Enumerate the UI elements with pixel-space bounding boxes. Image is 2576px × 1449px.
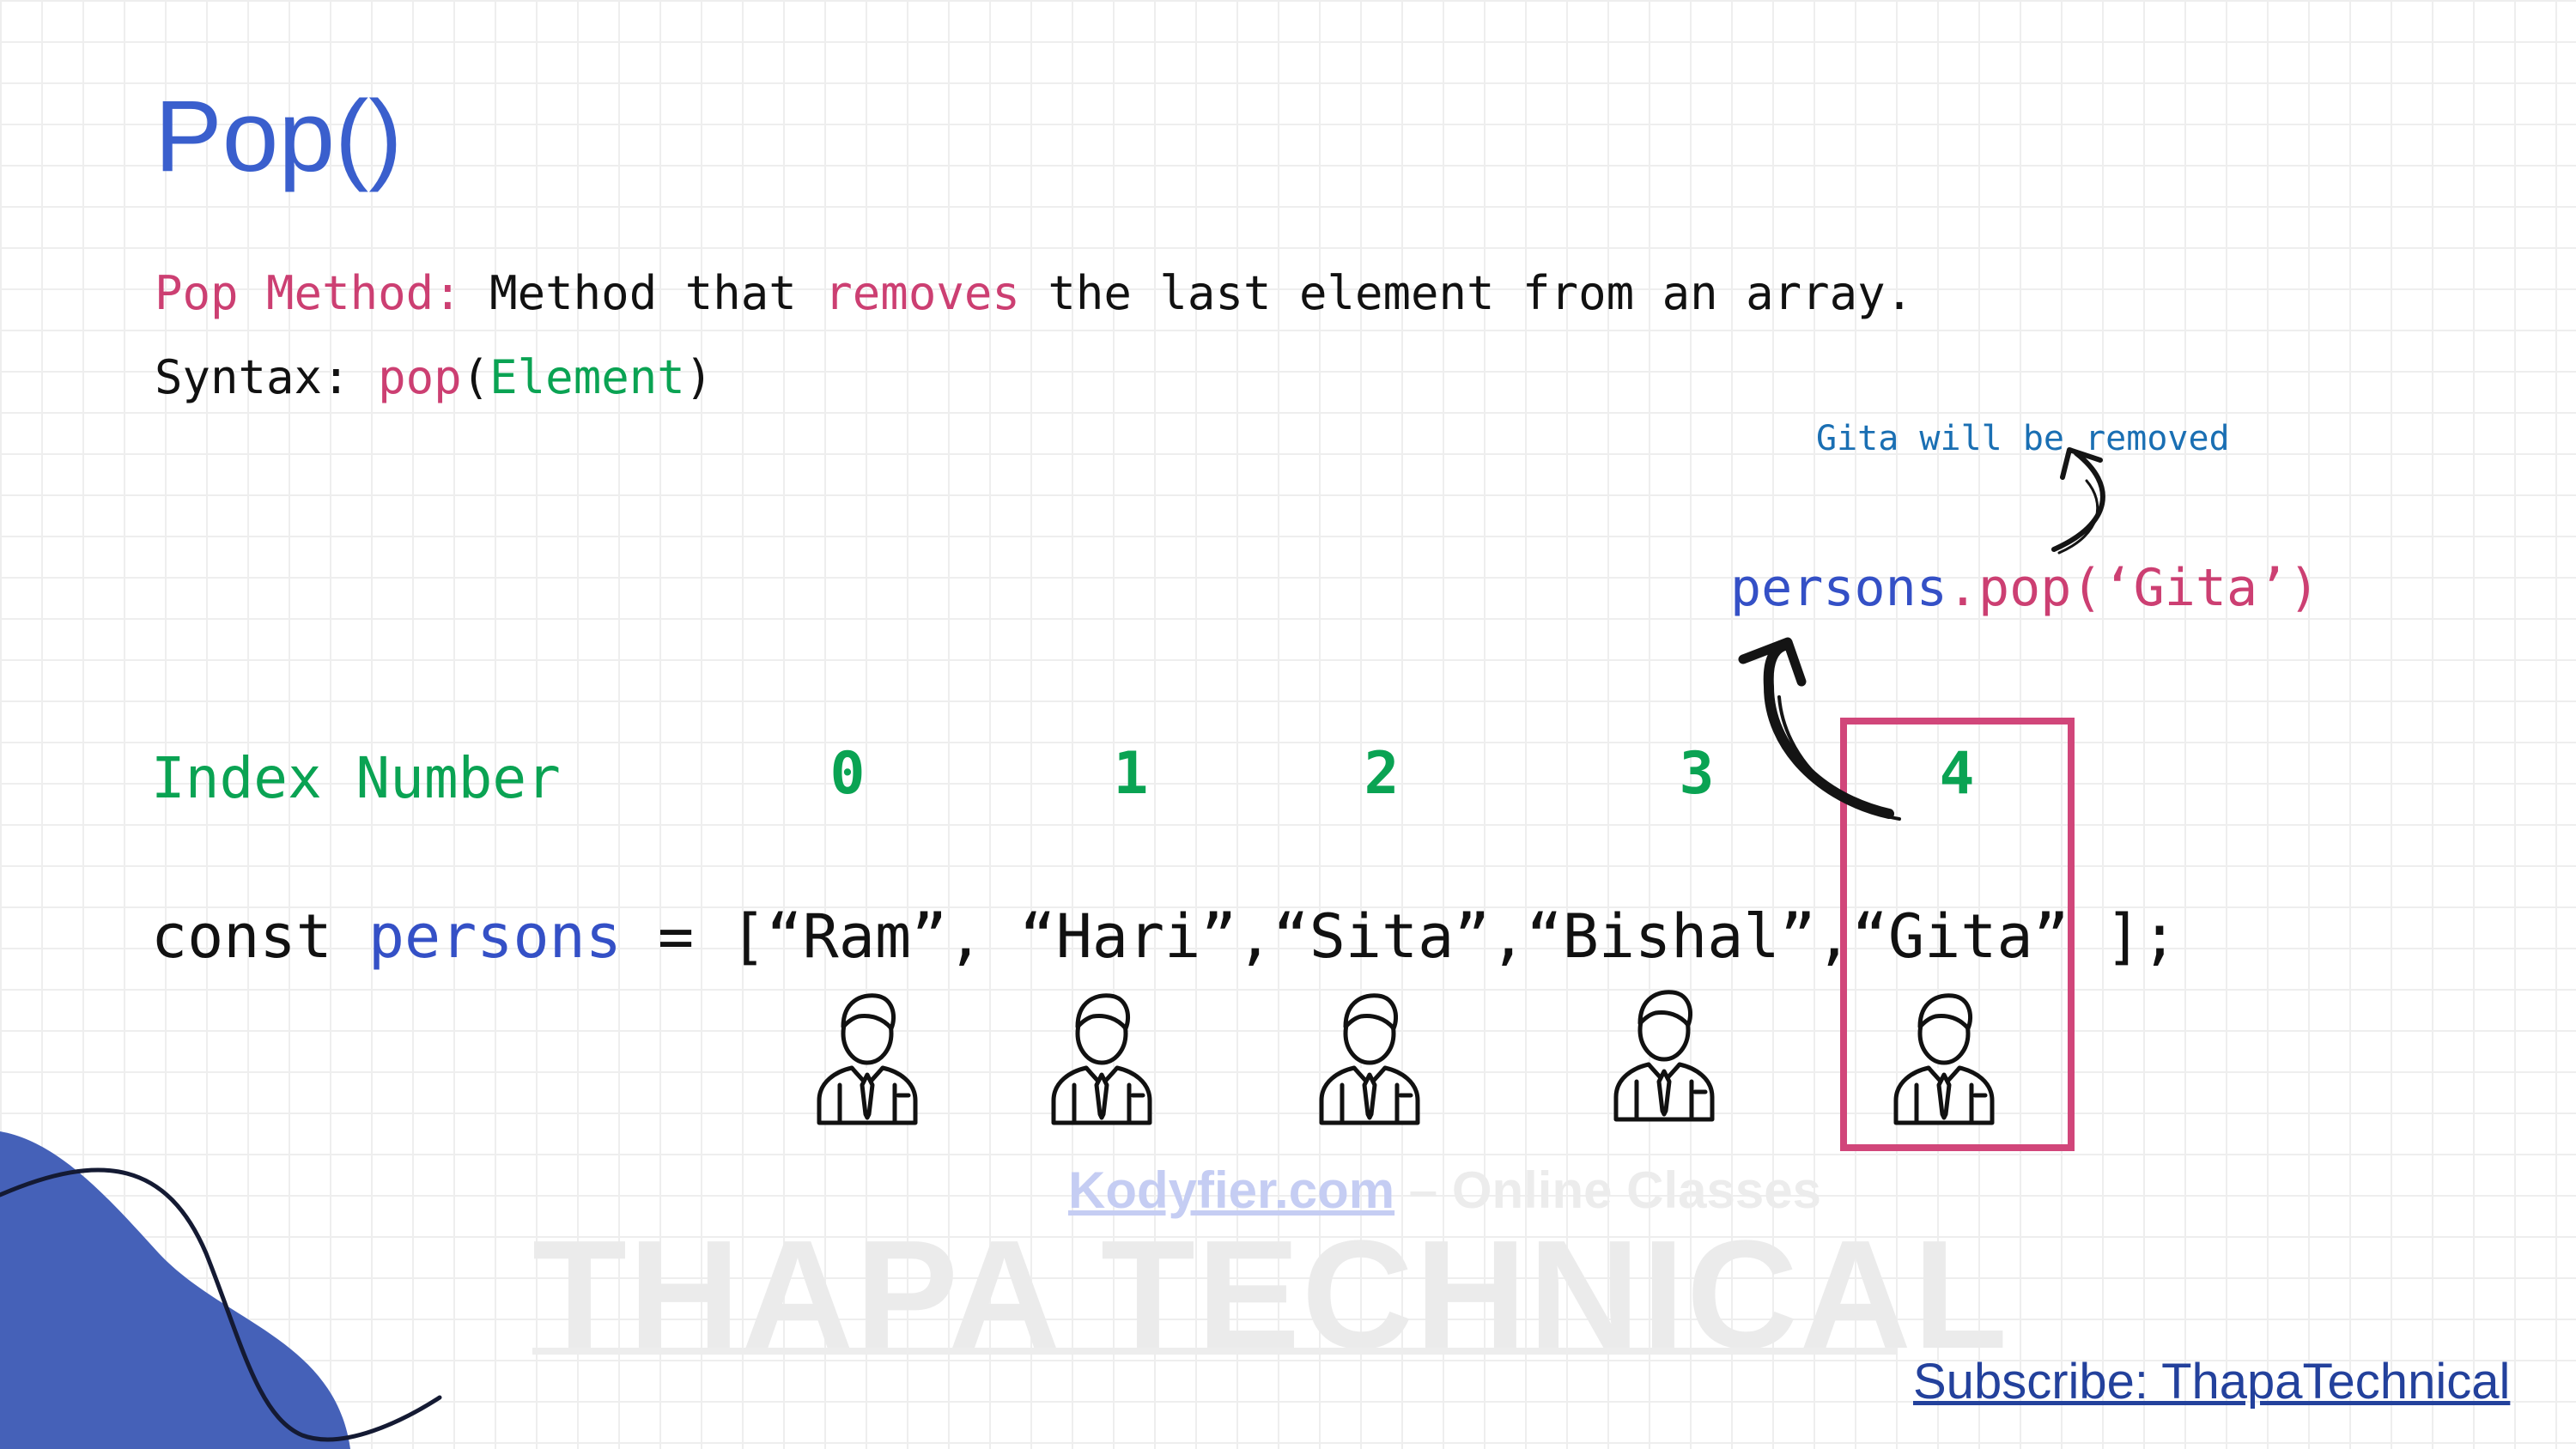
code-variable: persons (368, 901, 622, 972)
array-item-gita: “Gita” (1851, 901, 2069, 972)
last-element-highlight-box (1840, 718, 2075, 1151)
definition-label: Pop Method: (155, 266, 462, 320)
array-item-bishal: “Bishal”, (1526, 901, 1852, 972)
index-number-label: Index Number (151, 745, 561, 811)
syntax-open-paren: ( (461, 350, 490, 404)
definition-text-before: Method that (489, 266, 797, 320)
removal-note: Gita will be removed (1816, 419, 2230, 458)
definition-line: Pop Method: Method that removes the last… (155, 266, 1913, 320)
watermark-tagline: Kodyfier.com – Online Classes (1068, 1161, 1821, 1220)
code-keyword: const (151, 901, 332, 972)
curved-arrow-to-note-icon (2051, 447, 2105, 555)
syntax-line: Syntax: pop(Element) (155, 350, 713, 404)
code-open-bracket: [ (730, 901, 767, 972)
syntax-param: Element (489, 350, 685, 404)
person-icon (1051, 993, 1152, 1125)
array-item-hari: “Hari”, (1019, 901, 1273, 972)
index-3: 3 (1679, 740, 1715, 808)
person-icon (817, 993, 918, 1125)
page-title: Pop() (155, 80, 403, 193)
array-declaration: const persons = [“Ram”, “Hari”,“Sita”,“B… (151, 901, 2178, 972)
call-dot: . (1947, 558, 1978, 618)
watermark-site: Kodyfier.com (1068, 1161, 1395, 1219)
person-icon (1893, 993, 1995, 1125)
code-assign: = (658, 901, 695, 972)
pop-call: persons.pop(‘Gita’) (1730, 558, 2319, 618)
curved-arrow-to-call-icon (1738, 637, 1901, 821)
index-1: 1 (1113, 740, 1149, 808)
watermark-rule (532, 1348, 1898, 1355)
syntax-label: Syntax: (155, 350, 350, 404)
person-icon (1613, 990, 1715, 1122)
definition-text-after: the last element from an array. (1048, 266, 1914, 320)
subscribe-link[interactable]: Subscribe: ThapaTechnical (1913, 1354, 2511, 1410)
index-2: 2 (1364, 740, 1400, 808)
syntax-method: pop (378, 350, 462, 404)
index-0: 0 (829, 740, 866, 808)
array-item-ram: “Ram”, (766, 901, 984, 972)
syntax-close-paren: ) (684, 350, 714, 404)
call-method: pop (1978, 558, 2072, 618)
watermark-tagline-text: – Online Classes (1394, 1161, 1822, 1219)
swoosh-line (0, 1167, 442, 1442)
call-args: (‘Gita’) (2071, 558, 2320, 618)
index-4: 4 (1939, 740, 1975, 808)
blue-blob-shape (0, 1131, 350, 1449)
call-object: persons (1730, 558, 1947, 618)
person-icon (1319, 993, 1420, 1125)
array-item-sita: “Sita”, (1273, 901, 1527, 972)
code-close: ]; (2105, 901, 2178, 972)
definition-highlight: removes (824, 266, 1020, 320)
